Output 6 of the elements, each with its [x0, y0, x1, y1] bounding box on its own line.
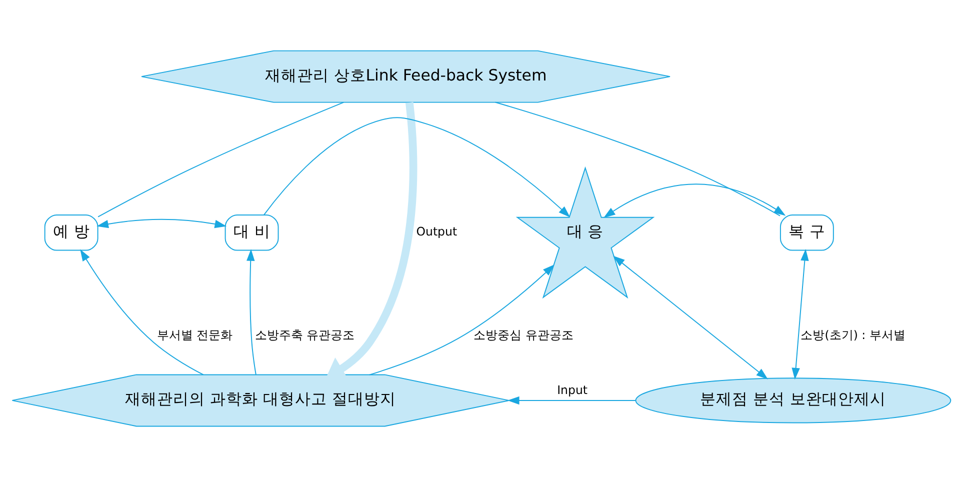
edge-label: 소방중심 유관공조	[474, 328, 574, 342]
edge-label: 부서별 전문화	[157, 328, 233, 342]
edge-label: Input	[557, 383, 588, 398]
edge-label: 소방(초기) : 부서별	[800, 328, 906, 342]
edge-label: 소방주축 유관공조	[254, 328, 355, 342]
edge-label: Output	[416, 224, 458, 239]
